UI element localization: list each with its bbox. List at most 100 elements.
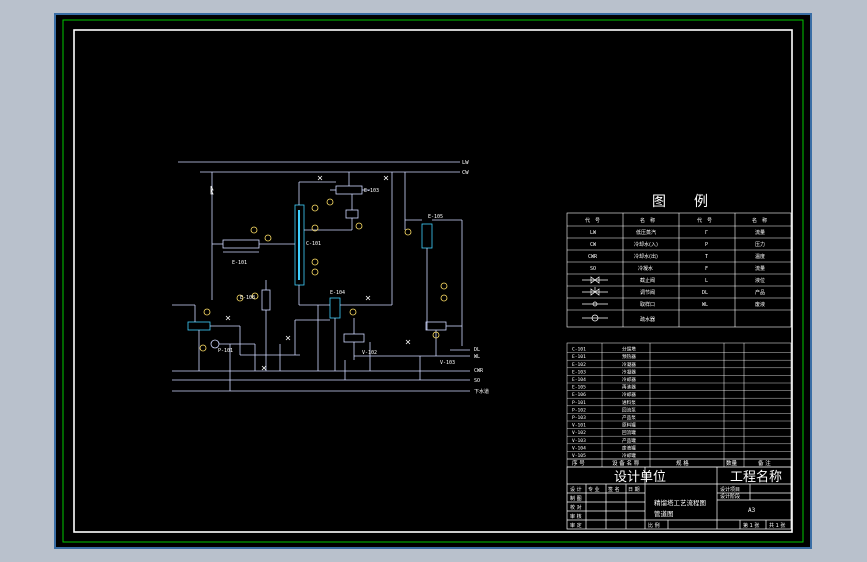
svg-text:第 1 张: 第 1 张: [743, 522, 759, 529]
svg-text:管道图: 管道图: [654, 509, 674, 518]
svg-text:A3: A3: [748, 507, 756, 514]
svg-text:代 号: 代 号: [697, 217, 712, 224]
equipment-list-footer: 序 号 设 备 名 称 规 格 数量 备 注: [572, 459, 771, 467]
svg-text:F: F: [705, 266, 708, 272]
svg-text:低压蒸汽: 低压蒸汽: [636, 229, 656, 236]
equipment-row-name: 进料泵: [622, 399, 636, 406]
svg-text:序 号: 序 号: [572, 459, 585, 467]
equipment-row-tag: C-101: [572, 347, 586, 353]
title-block: [566, 466, 792, 530]
svg-text:名 称: 名 称: [640, 217, 655, 224]
inner-frame: [73, 29, 793, 533]
svg-text:代 号: 代 号: [585, 217, 600, 224]
svg-text:冷却水(出): 冷却水(出): [634, 253, 658, 260]
svg-text:数量: 数量: [726, 459, 738, 467]
svg-text:液位: 液位: [755, 277, 765, 284]
tag-e101: E-101: [232, 260, 247, 266]
legend-table: [566, 212, 792, 328]
svg-text:CWR: CWR: [588, 254, 598, 260]
svg-text:DL: DL: [702, 290, 708, 296]
equipment-row-name: 冷却器: [622, 376, 636, 383]
legend-title: 图 例: [652, 194, 708, 210]
svg-text:废液: 废液: [755, 301, 765, 308]
tag-e103: E-103: [364, 188, 379, 194]
svg-text:备 注: 备 注: [758, 459, 771, 467]
svg-text:LW: LW: [590, 230, 597, 236]
legend-symbols: [582, 276, 608, 322]
equipment-row-name: 原料罐: [622, 422, 636, 429]
svg-text:签 名: 签 名: [608, 486, 620, 493]
svg-text:名 称: 名 称: [752, 217, 767, 224]
equipment-row-tag: E-102: [572, 362, 586, 368]
svg-text:冷凝水: 冷凝水: [638, 265, 653, 272]
equipment-row-tag: E-104: [572, 377, 586, 383]
equipment-row-name: 冷凝器: [622, 361, 636, 368]
equipment-row-tag: V-104: [572, 445, 586, 451]
tag-v103: V-103: [440, 360, 455, 366]
equipment-row-name: 回流罐: [622, 429, 636, 436]
equipment-row-name: 分馏塔: [622, 346, 636, 353]
equipment-row-name: 冷凝器: [622, 368, 636, 375]
svg-text:共 1 张: 共 1 张: [769, 522, 785, 529]
design-unit: 设计单位: [614, 470, 666, 485]
svg-text:制 图: 制 图: [570, 495, 582, 502]
equipment-row-tag: E-103: [572, 369, 586, 375]
equipment-row-tag: P-102: [572, 407, 586, 413]
valves: [210, 175, 411, 371]
equipment-row-name: 再沸器: [622, 384, 636, 391]
svg-text:WL: WL: [702, 302, 708, 308]
svg-text:产品: 产品: [755, 289, 765, 296]
svg-text:校 对: 校 对: [570, 504, 582, 511]
equipment-row-name: 预热器: [622, 353, 636, 360]
tag-v102: V-102: [362, 350, 377, 356]
equipment-row-tag: P-103: [572, 415, 586, 421]
tag-p101: P-101: [218, 348, 233, 354]
label-cwr: CWR: [474, 368, 484, 374]
equipment-list-rows: C-101 分馏塔 E-101 预热器 E-102 冷凝器 E-103 冷凝器 E-104 冷却器…: [567, 346, 791, 460]
label-drain: 下水道: [474, 388, 489, 395]
green-frame: [62, 19, 804, 543]
label-wl: WL: [474, 354, 480, 360]
svg-text:取样口: 取样口: [640, 301, 655, 308]
equipment-row-tag: V-101: [572, 423, 586, 429]
equipment-row-name: 冷却罐: [622, 452, 636, 459]
svg-text:温度: 温度: [755, 253, 765, 260]
title-block-text: 设 计 制 图 校 对 审 核 审 定 专 业 签 名 日 期 精馏塔工艺流程图…: [570, 486, 785, 529]
equipment-row-name: 产品罐: [622, 437, 636, 444]
tag-e104: E-104: [330, 290, 345, 296]
outer-border: [54, 13, 812, 549]
svg-text:设 计: 设 计: [570, 486, 582, 493]
svg-text:设 备 名 称: 设 备 名 称: [612, 459, 640, 467]
process-flow-diagram: [172, 161, 470, 392]
svg-text:调节阀: 调节阀: [640, 289, 655, 296]
equipment-row-tag: E-101: [572, 354, 586, 360]
svg-text:规 格: 规 格: [676, 459, 689, 467]
label-dl: DL: [474, 347, 480, 353]
svg-text:比 例: 比 例: [648, 522, 660, 529]
svg-text:流量: 流量: [755, 265, 765, 272]
svg-text:专 业: 专 业: [588, 486, 600, 493]
svg-text:Γ: Γ: [705, 230, 708, 236]
svg-text:精馏塔工艺流程图: 精馏塔工艺流程图: [654, 498, 706, 507]
svg-text:流量: 流量: [755, 229, 765, 236]
instrument-bubbles: [199, 198, 448, 352]
svg-text:冷却水(入): 冷却水(入): [634, 241, 658, 248]
project-name: 工程名称: [730, 469, 782, 485]
svg-text:疏水器: 疏水器: [640, 316, 655, 323]
svg-text:P: P: [705, 242, 708, 248]
svg-text:日 期: 日 期: [628, 487, 640, 493]
svg-text:L: L: [705, 278, 708, 284]
label-cw: CW: [462, 170, 469, 176]
equipment-row-tag: P-101: [572, 400, 586, 406]
label-lw: LW: [462, 160, 469, 166]
equipment-row-name: 废液罐: [622, 444, 636, 451]
tag-e105: E-105: [428, 214, 443, 220]
legend-text: 代 号 名 称 代 号 名 称 LW 低压蒸汽 Γ 流量 CW 冷却水(入) P…: [585, 217, 767, 323]
svg-text:设计阶段: 设计阶段: [720, 493, 740, 500]
equipment-row-tag: V-105: [572, 453, 586, 459]
label-so: SO: [474, 378, 480, 384]
equipment-row-tag: V-103: [572, 438, 586, 444]
tag-e108: E-108: [240, 295, 255, 301]
svg-text:设计项目: 设计项目: [720, 486, 740, 493]
